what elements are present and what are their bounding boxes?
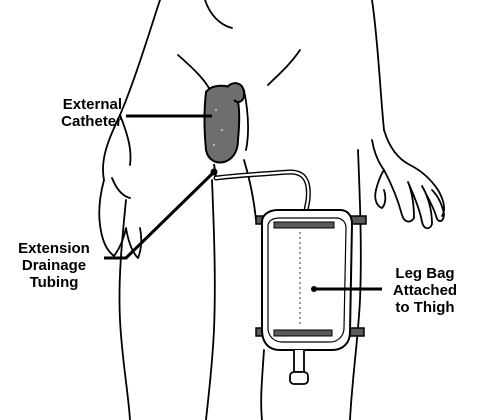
- left-hand: [98, 177, 143, 259]
- external-catheter: [203, 82, 246, 164]
- label-extension-tubing-line1: Extension: [18, 240, 90, 257]
- left-arm-inner: [119, 114, 132, 166]
- label-leg-bag: Leg Bag Attached to Thigh: [382, 265, 468, 316]
- right-leg-lower-inner: [260, 349, 265, 420]
- abdomen-curve: [204, 0, 233, 29]
- tubing-connector-dot: [210, 168, 218, 176]
- right-arm-inner: [371, 139, 385, 191]
- right-hand-thumb: [374, 189, 387, 209]
- torso-left-outline: [102, 0, 161, 181]
- right-leg-inner: [243, 159, 257, 221]
- right-hand-fingers: [383, 169, 445, 230]
- left-leg-inner: [205, 179, 216, 420]
- label-extension-tubing: Extension Drainage Tubing: [6, 240, 102, 291]
- label-external-catheter-line2: Catheter: [61, 113, 122, 130]
- left-leg-outer: [118, 199, 131, 420]
- label-external-catheter: External Catheter: [12, 96, 122, 130]
- right-leg-genital-fold: [243, 89, 250, 151]
- label-extension-tubing-line3: Tubing: [29, 274, 79, 291]
- leg-bag: [261, 209, 354, 385]
- label-leg-bag-line2: Attached: [392, 282, 458, 299]
- leg-bag-leader-dot: [311, 286, 317, 292]
- right-leg-outer: [349, 149, 362, 420]
- label-external-catheter-line1: External: [62, 96, 122, 113]
- label-leg-bag-line1: Leg Bag: [395, 265, 455, 282]
- groin-left-curve: [177, 54, 211, 91]
- torso-right-outline: [371, 0, 385, 131]
- label-leg-bag-line3: to Thigh: [395, 299, 455, 316]
- leader-extension-tubing: [104, 170, 216, 260]
- label-extension-tubing-line2: Drainage: [21, 257, 87, 274]
- groin-right-curve: [267, 49, 301, 86]
- right-arm-outer: [383, 129, 445, 217]
